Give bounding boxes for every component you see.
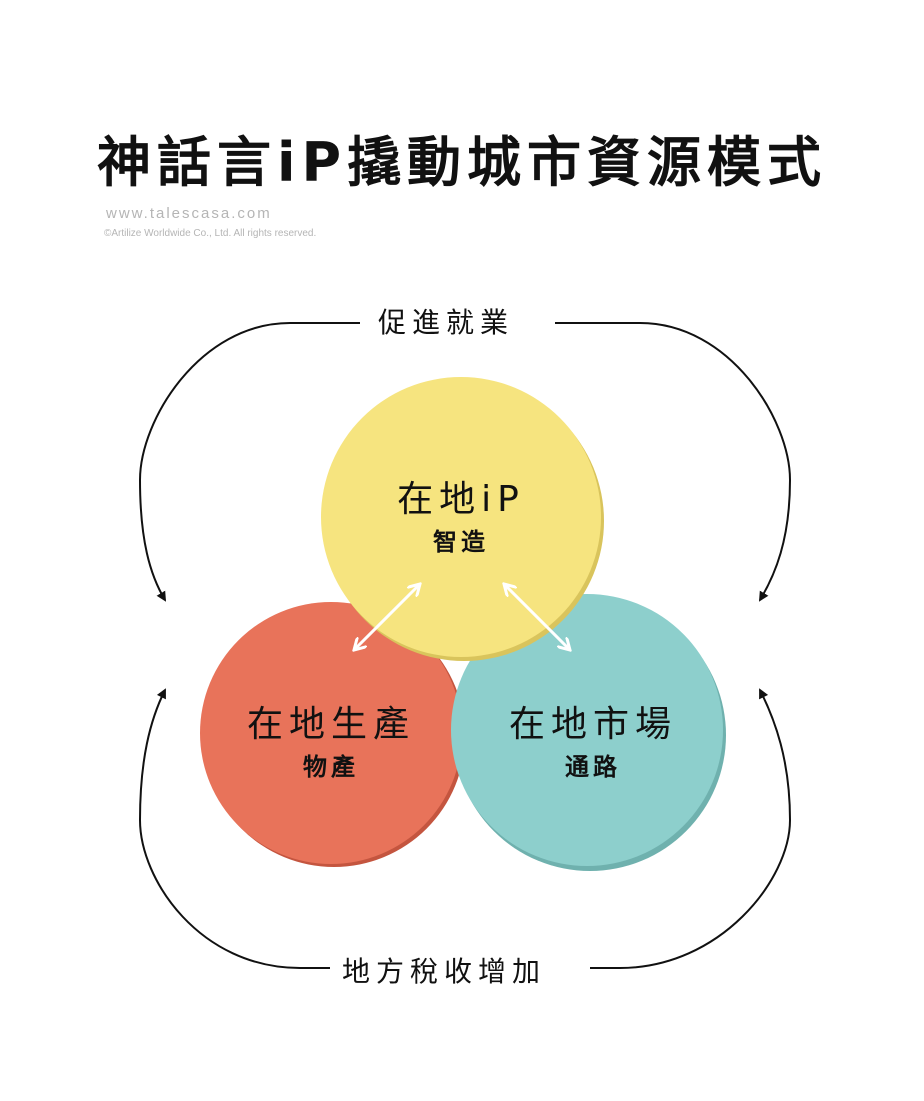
circle-ip-label: 在地iP 智造 [331,470,591,557]
circle-market-label: 在地市場 通路 [462,695,724,782]
website-url: www.talescasa.com [106,205,272,222]
circle-production [200,602,462,864]
double-arrow-ip-production [354,584,420,650]
double-arrow-ip-market [504,584,570,650]
copyright-notice: ©Artilize Worldwide Co., Ltd. All rights… [104,228,317,239]
edge-label-top: 促進就業 [370,301,523,341]
circle-ip-title: 在地iP [397,479,525,520]
arrow-bottom-right [590,688,792,969]
page-title: 神話言iP撬動城市資源模式 [96,131,828,194]
circle-market-title: 在地市場 [508,704,677,745]
circle-production-subtitle: 物產 [303,753,359,781]
arrow-top-right [555,322,792,602]
circle-ip-subtitle: 智造 [433,528,489,556]
circle-production-label: 在地生產 物產 [200,695,462,782]
arrow-top-left [138,322,360,602]
arrow-bottom-left [138,688,330,969]
edge-label-bottom: 地方稅收增加 [334,950,555,990]
circle-market [451,594,723,866]
circle-production-title: 在地生產 [246,704,415,745]
circle-market-subtitle: 通路 [565,753,621,781]
